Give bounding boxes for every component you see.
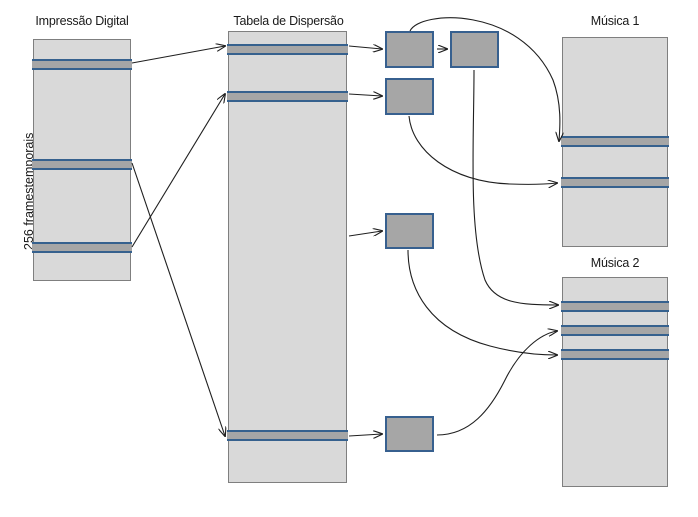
- hash-table-band-1: [227, 44, 348, 55]
- link-hash2-to-bucket3: [348, 94, 382, 96]
- hash-table-column-title: Tabela de Dispersão: [233, 14, 344, 28]
- hash-bucket-5[interactable]: [385, 416, 434, 452]
- link-fp3-to-hash2: [131, 94, 225, 248]
- fingerprint-band-3: [32, 242, 132, 253]
- link-bucket5-to-music2-band2: [436, 331, 557, 436]
- fingerprint-band-1: [32, 59, 132, 70]
- hash-bucket-1[interactable]: [385, 31, 434, 68]
- hash-bucket-4[interactable]: [385, 213, 434, 249]
- music-2-column-title: Música 2: [590, 256, 640, 270]
- music-1-band-2: [561, 177, 669, 188]
- link-bucket3-to-music1-band2: [408, 115, 557, 184]
- hash-table-band-2: [227, 91, 348, 102]
- fingerprint-band-2: [32, 159, 132, 170]
- fingerprint-column-title: Impressão Digital: [35, 14, 129, 28]
- link-hash3-to-bucket5: [348, 434, 382, 436]
- hash-table-band-3: [227, 430, 348, 441]
- music-2-band-2: [561, 325, 669, 336]
- music-2-band-1: [561, 301, 669, 312]
- link-bucket4-to-music2-band3: [407, 249, 557, 355]
- link-hashmid-to-bucket4: [348, 231, 382, 237]
- link-bucket2-to-music2-band1: [472, 69, 558, 305]
- link-hash1-to-bucket1: [348, 46, 382, 49]
- hash-bucket-2[interactable]: [450, 31, 499, 68]
- fingerprint-column: [32, 39, 132, 281]
- music-1-band-1: [561, 136, 669, 147]
- link-fp2-to-hash3: [131, 162, 225, 436]
- music-1-column: [561, 37, 669, 247]
- hash-table-column: [227, 31, 348, 483]
- music-2-column: [561, 277, 669, 487]
- music-1-column-title: Música 1: [590, 14, 640, 28]
- hash-bucket-3[interactable]: [385, 78, 434, 115]
- music-2-band-3: [561, 349, 669, 360]
- link-fp1-to-hash1: [131, 46, 225, 64]
